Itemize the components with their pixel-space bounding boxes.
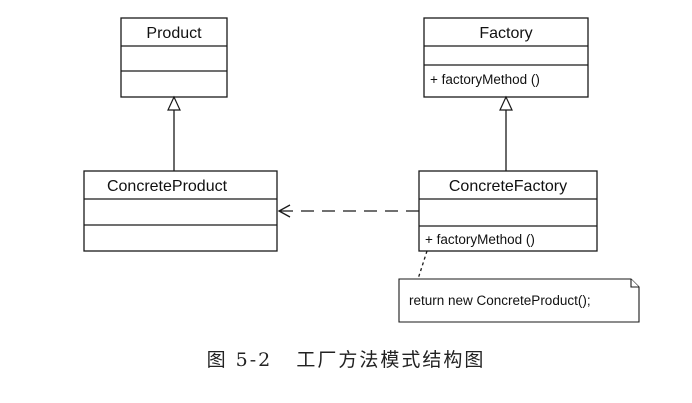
- code-note: return new ConcreteProduct();: [398, 278, 640, 323]
- class-factory-operation: + factoryMethod (): [430, 72, 540, 87]
- class-factory: Factory + factoryMethod (): [423, 17, 589, 98]
- generalization-concrete-factory-to-factory: [499, 95, 513, 171]
- note-folded-corner: [630, 279, 639, 288]
- class-concrete-factory-name: ConcreteFactory: [449, 178, 567, 195]
- class-product: Product: [120, 17, 228, 98]
- note-anchor-line: [417, 250, 428, 280]
- class-concrete-product-box: [83, 170, 278, 252]
- class-product-name: Product: [146, 25, 202, 42]
- class-concrete-factory: ConcreteFactory + factoryMethod (): [418, 170, 598, 252]
- class-concrete-factory-box: [418, 170, 598, 252]
- class-concrete-product: ConcreteProduct: [83, 170, 278, 252]
- class-concrete-product-name: ConcreteProduct: [107, 178, 228, 195]
- class-concrete-factory-operation: + factoryMethod (): [425, 232, 535, 247]
- class-product-box: [120, 17, 228, 98]
- dependency-concrete-factory-to-concrete-product: [277, 204, 419, 218]
- class-factory-box: [423, 17, 589, 98]
- note-text: return new ConcreteProduct();: [409, 293, 591, 308]
- generalization-arrowhead-right: [499, 95, 513, 111]
- dependency-arrowhead: [277, 204, 291, 218]
- uml-class-diagram: Product Factory + factoryMethod () Concr…: [83, 17, 640, 323]
- note-box: [398, 278, 640, 323]
- generalization-concrete-product-to-product: [167, 95, 181, 171]
- generalization-arrowhead-left: [167, 95, 181, 111]
- class-factory-name: Factory: [479, 25, 532, 42]
- figure-caption: 图 5-2 工厂方法模式结构图: [206, 349, 486, 371]
